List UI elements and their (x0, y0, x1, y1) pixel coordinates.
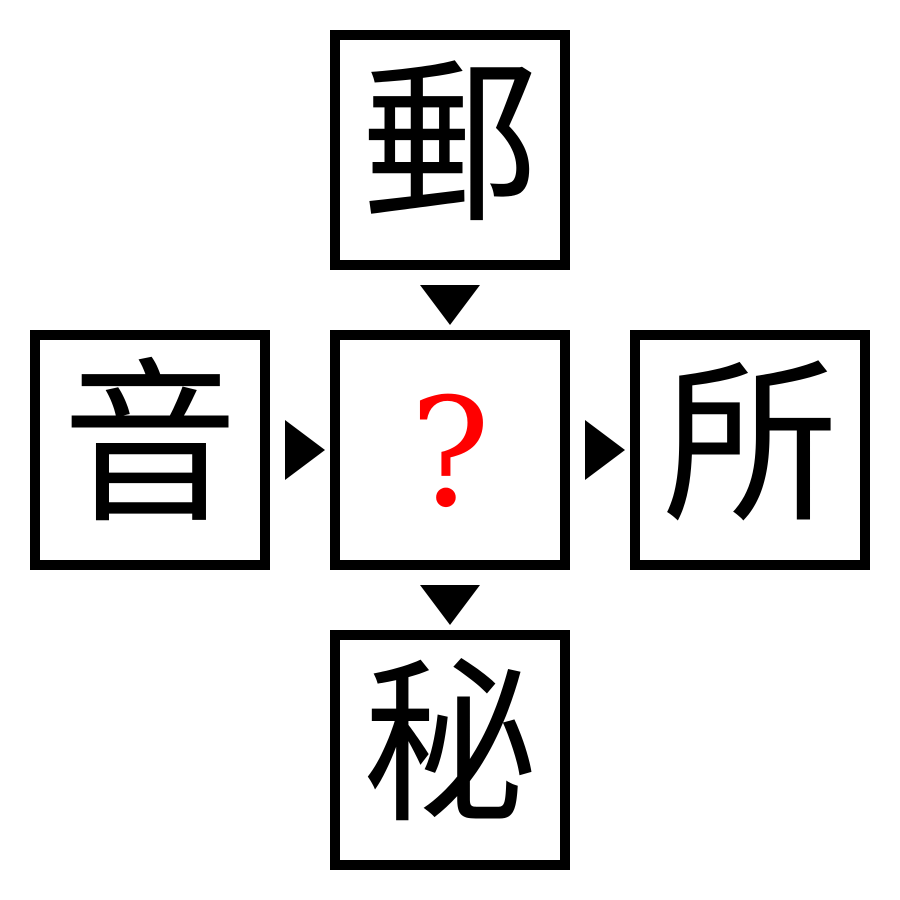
top-kanji-cell: 郵 (330, 30, 570, 270)
arrow-down-icon (420, 285, 480, 325)
question-mark: ? (409, 367, 491, 541)
answer-cell[interactable]: ? (330, 330, 570, 570)
arrow-down-icon (420, 585, 480, 625)
bottom-kanji-cell: 秘 (330, 630, 570, 870)
bottom-kanji: 秘 (361, 643, 538, 848)
right-kanji-cell: 所 (630, 330, 870, 570)
left-kanji: 音 (61, 343, 238, 548)
top-kanji: 郵 (361, 43, 538, 248)
arrow-right-icon (585, 420, 625, 480)
right-kanji: 所 (661, 343, 838, 548)
left-kanji-cell: 音 (30, 330, 270, 570)
arrow-right-icon (285, 420, 325, 480)
